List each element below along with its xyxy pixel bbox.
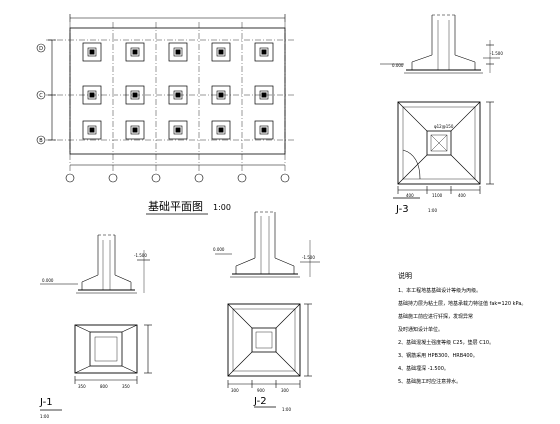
j3-rebar: φ12@150 bbox=[434, 124, 454, 129]
footing bbox=[125, 42, 145, 62]
notes-line: 2、基础混凝土强度等级 C25，垫层 C10。 bbox=[398, 339, 494, 346]
footing bbox=[82, 85, 102, 105]
j2-section bbox=[215, 211, 320, 278]
j1-elev-bottom: -1.500 bbox=[134, 253, 147, 258]
j3-dim-1: 400 bbox=[406, 193, 414, 198]
footing bbox=[168, 120, 188, 140]
notes-line: 3、钢筋采用 HPB300、HRB400。 bbox=[398, 352, 478, 359]
notes-line: 4、基础埋深 -1.500。 bbox=[398, 365, 449, 372]
axis-bubble bbox=[237, 173, 247, 183]
footing bbox=[211, 120, 231, 140]
footing bbox=[125, 120, 145, 140]
notes-line: 基础持力层为粘土层，地基承载力特征值 fak=120 kPa。 bbox=[398, 300, 526, 307]
plan-scale: 1:00 bbox=[213, 203, 231, 212]
j1-plan bbox=[40, 324, 152, 411]
j3-elev-top: 0.000 bbox=[392, 63, 404, 68]
j1-title: J-1 bbox=[39, 397, 53, 408]
j2-title: J-2 bbox=[253, 396, 267, 407]
design-notes: 说明 1、本工程地基基础设计等级为丙级。 基础持力层为粘土层，地基承载力特征值 … bbox=[398, 271, 526, 385]
j2-elev-bottom: -1.500 bbox=[302, 255, 315, 260]
j3-section bbox=[380, 14, 500, 74]
detail-j2 bbox=[215, 211, 320, 408]
axis-bubble-row bbox=[36, 135, 46, 145]
footing bbox=[211, 42, 231, 62]
j2-dim-3: 300 bbox=[281, 388, 289, 393]
axis-bubble-row bbox=[36, 43, 46, 53]
j2-dim-2: 900 bbox=[257, 388, 265, 393]
footing bbox=[254, 85, 274, 105]
j3-title: J-3 bbox=[395, 204, 409, 215]
j3-dim-3: 400 bbox=[458, 193, 466, 198]
j2-dim-1: 300 bbox=[231, 388, 239, 393]
axis-bubble bbox=[194, 173, 204, 183]
notes-line: 基础施工前应进行钎探，发现异常 bbox=[398, 313, 473, 320]
footing bbox=[254, 42, 274, 62]
j1-dim-3: 350 bbox=[122, 384, 130, 389]
footing bbox=[168, 42, 188, 62]
footing bbox=[254, 120, 274, 140]
axis-bubble bbox=[65, 173, 75, 183]
j3-plan bbox=[393, 101, 494, 199]
axis-bubble bbox=[280, 173, 290, 183]
footing bbox=[125, 85, 145, 105]
j3-elev-bottom: -1.500 bbox=[490, 51, 503, 56]
axis-bubble-row bbox=[36, 90, 46, 100]
footing bbox=[82, 120, 102, 140]
detail-j1 bbox=[40, 234, 152, 411]
j3-scale: 1:00 bbox=[428, 208, 437, 213]
j2-elev-top: 0.000 bbox=[213, 247, 225, 252]
j1-dim-1: 350 bbox=[78, 384, 86, 389]
footing bbox=[211, 85, 231, 105]
j1-dim-2: 800 bbox=[100, 384, 108, 389]
notes-heading: 说明 bbox=[398, 271, 412, 280]
j3-dim-2: 1100 bbox=[432, 193, 443, 198]
axis-bubble bbox=[151, 173, 161, 183]
plan-title: 基础平面图 bbox=[148, 200, 203, 213]
axis-label: D bbox=[39, 46, 43, 52]
j1-scale: 1:00 bbox=[40, 414, 49, 419]
j2-scale: 1:00 bbox=[282, 407, 291, 412]
notes-line: 及时通知设计单位。 bbox=[398, 326, 443, 333]
axis-label: B bbox=[39, 138, 43, 144]
footing bbox=[82, 42, 102, 62]
notes-line: 5、基础施工时应注意排水。 bbox=[398, 378, 461, 385]
j1-section bbox=[40, 234, 150, 294]
detail-j3 bbox=[380, 14, 500, 199]
j2-plan bbox=[227, 303, 312, 408]
foundation-plan: D C B bbox=[36, 14, 296, 183]
axis-bubble bbox=[108, 173, 118, 183]
notes-line: 1、本工程地基基础设计等级为丙级。 bbox=[398, 287, 481, 294]
footing bbox=[168, 85, 188, 105]
j1-elev-top: 0.000 bbox=[42, 278, 54, 283]
axis-label: C bbox=[39, 93, 43, 99]
